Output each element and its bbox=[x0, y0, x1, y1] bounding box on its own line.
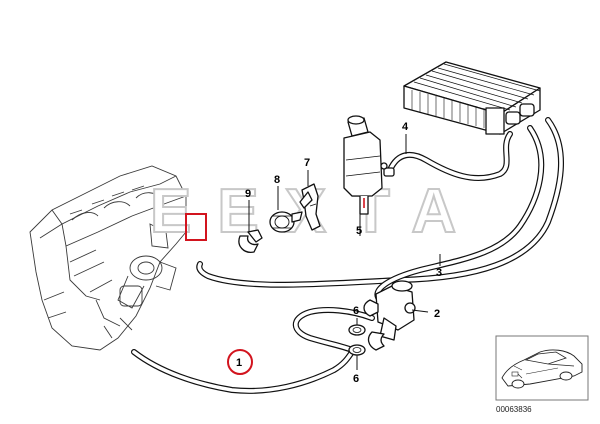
callout-1-highlight-ring bbox=[227, 349, 253, 375]
hose-4 bbox=[383, 131, 513, 182]
callout-5: 5 bbox=[356, 225, 362, 237]
hose-3 bbox=[196, 117, 564, 288]
hose-clamp-upper bbox=[348, 324, 366, 336]
callouts: 4 7 8 9 5 3 2 6 6 1 bbox=[227, 121, 442, 385]
hose-return bbox=[292, 307, 375, 353]
spring-clamp bbox=[269, 211, 303, 233]
car-icon bbox=[501, 349, 583, 389]
vehicle-thumbnail: 00063836 bbox=[495, 335, 589, 414]
callout-2: 2 bbox=[434, 308, 440, 320]
watermark: EEXTA bbox=[149, 176, 482, 247]
callout-9: 9 bbox=[245, 188, 251, 200]
hose-lower-right bbox=[374, 125, 545, 303]
heater-core bbox=[403, 61, 541, 135]
hose-holder bbox=[238, 229, 263, 253]
callout-6-lower: 6 bbox=[353, 373, 359, 385]
leader-lines bbox=[248, 134, 441, 370]
watermark-accent bbox=[185, 213, 207, 241]
hose-clamp-lower bbox=[348, 344, 366, 356]
hose-1 bbox=[131, 349, 355, 394]
watermark-text: EEXTA bbox=[150, 177, 482, 246]
engine-block bbox=[29, 165, 187, 351]
callout-3: 3 bbox=[436, 267, 442, 279]
callout-7: 7 bbox=[304, 157, 310, 169]
diagram-id: 00063836 bbox=[496, 405, 532, 414]
callout-4: 4 bbox=[402, 121, 409, 133]
expansion-tank bbox=[343, 115, 388, 215]
bracket bbox=[299, 183, 321, 231]
callout-8: 8 bbox=[274, 174, 280, 186]
callout-6-upper: 6 bbox=[353, 305, 359, 317]
callout-1: 1 bbox=[236, 357, 242, 369]
water-valve bbox=[363, 280, 416, 351]
